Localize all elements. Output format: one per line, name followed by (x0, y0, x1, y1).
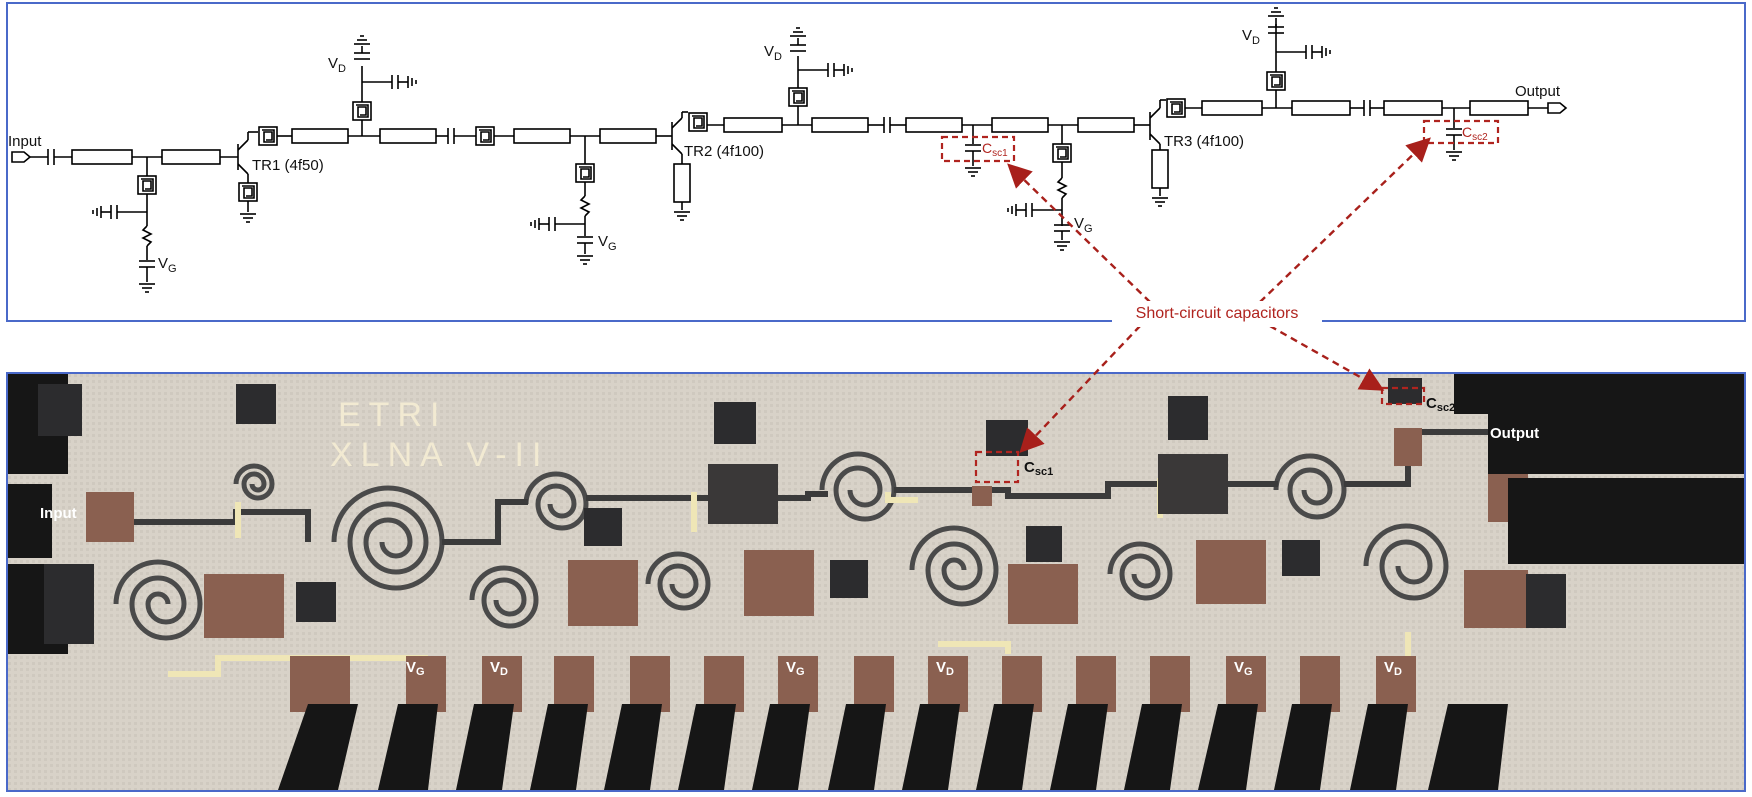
pad-label-vg-3: VG (1234, 659, 1253, 678)
tr3-label: TR3 (4f100) (1164, 133, 1244, 150)
transistor-tr1: TR1 (4f50) (237, 126, 324, 223)
schematic-panel: Input VG TR1 (4f50) (6, 2, 1746, 322)
signal-line-3 (723, 116, 1150, 134)
input-bias-network: VG (92, 157, 177, 293)
vg-label-1: VG (158, 255, 177, 275)
pad-label-vd-2: VD (936, 659, 954, 678)
drain-bias-2: VD (764, 27, 853, 125)
signal-line (30, 148, 238, 166)
pad-label-vg-2: VG (786, 659, 805, 678)
pad-label-vd-1: VD (490, 659, 508, 678)
input-label: Input (8, 133, 42, 150)
csc2-highlight-box (1422, 119, 1500, 145)
drain-bias-3: VD (1242, 7, 1331, 108)
csc2-schematic: Csc2 (1422, 108, 1500, 161)
chip-logo-line1: ETRI (338, 396, 447, 434)
input-port: Input (8, 133, 42, 163)
csc1-schematic: Csc1 (940, 125, 1016, 177)
csc1-chip: Csc1 (974, 450, 1053, 484)
vd-label-3: VD (1242, 27, 1260, 47)
pad-label-vd-3: VD (1384, 659, 1402, 678)
transistor-tr3: TR3 (4f100) (1149, 98, 1244, 207)
dc-pad-row (278, 656, 1508, 790)
circuit-schematic: Input VG TR1 (4f50) (8, 7, 1568, 293)
signal-line-2 (291, 126, 672, 146)
chip-output-label: Output (1490, 425, 1539, 442)
tr1-label: TR1 (4f50) (252, 157, 324, 174)
gate-bias-2: VG (530, 136, 617, 265)
short-circuit-capacitors-callout: Short-circuit capacitors (1112, 301, 1322, 327)
csc2-chip-label: Csc2 (1426, 395, 1455, 414)
vg-label-2: VG (598, 233, 617, 253)
csc1-schematic-label: Csc1 (982, 140, 1008, 159)
metal-traces (134, 429, 1568, 677)
csc1-chip-label: Csc1 (1024, 459, 1053, 478)
pad-labels: VG VD VG VD VG VD (406, 659, 1402, 678)
spiral-inductors (113, 451, 1449, 641)
chip-micrograph: ETRI XLNA V-II Input (8, 374, 1744, 790)
chip-input-label: Input (40, 505, 77, 522)
input-probe: Input (8, 374, 134, 654)
chip-micrograph-panel: ETRI XLNA V-II Input (6, 372, 1746, 792)
chip-logo-line2: XLNA V-II (330, 436, 549, 474)
tr2-label: TR2 (4f100) (684, 143, 764, 160)
csc2-schematic-label: Csc2 (1462, 124, 1488, 143)
output-probe: Output (1454, 374, 1744, 564)
csc2-chip: Csc2 (1380, 386, 1455, 414)
drain-bias-1: VD (328, 35, 417, 136)
transistor-tr2: TR2 (4f100) (671, 111, 764, 221)
chip-pads (204, 378, 1566, 638)
csc1-highlight-box (940, 135, 1016, 163)
gate-bias-3: VG (1007, 125, 1093, 251)
signal-line-4 (1201, 99, 1548, 117)
output-port: Output (1515, 83, 1568, 114)
vd-label-2: VD (764, 43, 782, 63)
vg-label-3: VG (1074, 215, 1093, 235)
vd-label-1: VD (328, 55, 346, 75)
pad-label-vg-1: VG (406, 659, 425, 678)
output-label: Output (1515, 83, 1561, 100)
